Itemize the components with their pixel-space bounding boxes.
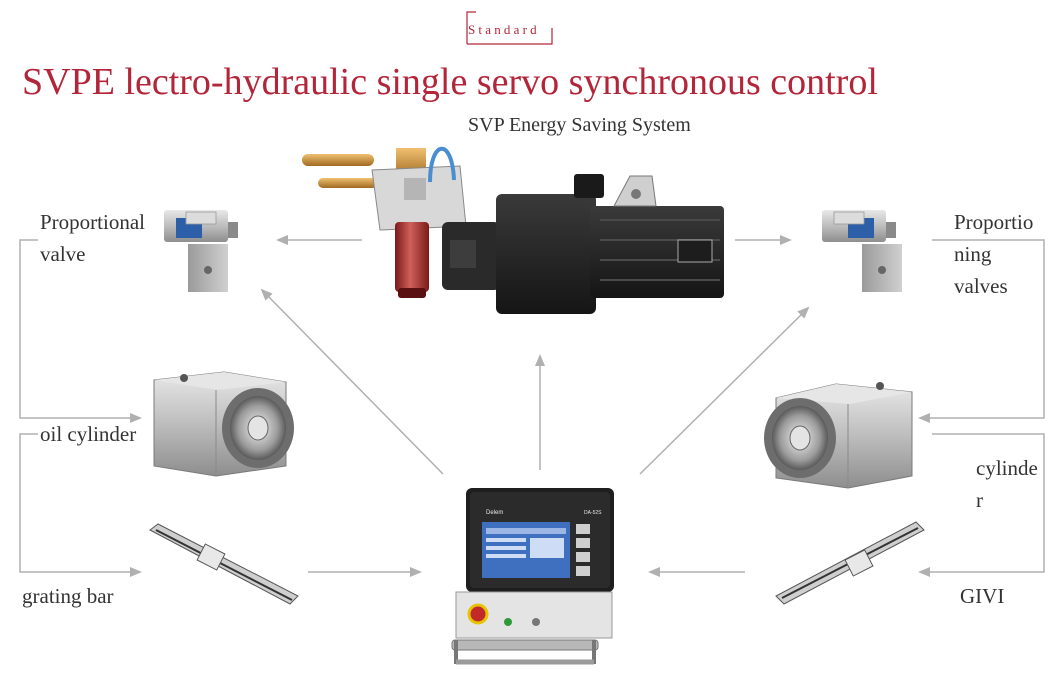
right-grating-bar-image (775, 521, 925, 605)
arrow-controller-to-left-valve (260, 288, 444, 475)
page-title: SVPE lectro-hydraulic single servo synch… (22, 61, 878, 103)
left-feedback-line-top (19, 239, 142, 423)
left-cylinder-image (153, 371, 294, 477)
left-valve-label-line1: Proportional (40, 210, 145, 234)
arrow-controller-to-right-valve (639, 306, 810, 475)
left-feedback-line-bottom (19, 433, 142, 577)
subtitle: SVP Energy Saving System (468, 114, 691, 136)
right-grating-label: GIVI (960, 584, 1005, 608)
left-valve-label: Proportional valve (40, 206, 145, 270)
left-cylinder-label: oil cylinder (40, 422, 137, 446)
right-proportional-valve-image (822, 210, 902, 292)
right-feedback-line-top (918, 239, 1045, 423)
controller-model: DA-52S (584, 510, 602, 516)
right-cylinder-label: cylinde r (976, 452, 1038, 516)
left-grating-label: grating bar (22, 584, 114, 608)
servo-pump-image (302, 146, 724, 314)
right-cylinder-label-line1: cylinde (976, 456, 1038, 480)
left-valve-label-line2: valve (40, 242, 86, 266)
right-cylinder-image (764, 382, 913, 489)
cnc-controller-image (451, 488, 614, 665)
right-valve-label-line3: valves (954, 274, 1008, 298)
right-valve-label-line1: Proportio (954, 210, 1034, 234)
right-valve-label-line2: ning (954, 242, 992, 266)
right-cylinder-label-line2: r (976, 488, 983, 512)
arrows (19, 235, 1045, 577)
left-proportional-valve-image (164, 210, 238, 292)
left-grating-bar-image (149, 523, 299, 605)
right-feedback-line-bottom (918, 433, 1045, 577)
right-valve-label: Proportio ning valves (954, 206, 1033, 302)
controller-brand: Delem (486, 510, 503, 516)
standard-badge: Standard (468, 22, 540, 37)
